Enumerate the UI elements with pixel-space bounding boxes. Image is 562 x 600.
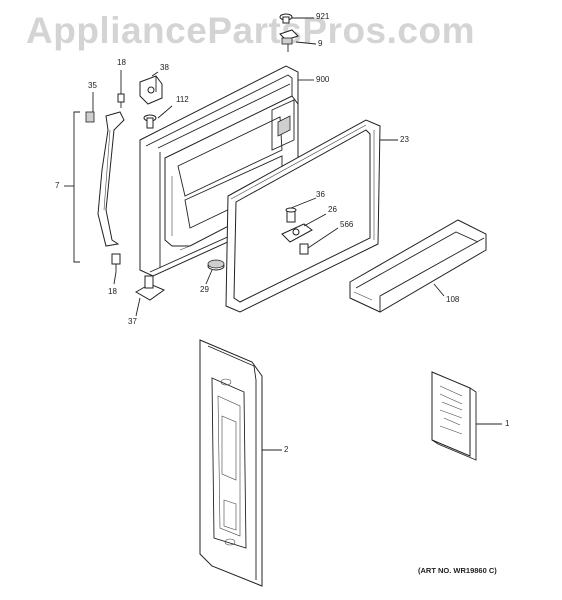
screw-566 xyxy=(299,243,309,255)
callout-7: 7 xyxy=(55,181,60,190)
handle-assembly xyxy=(85,111,125,247)
callout-29: 29 xyxy=(200,285,209,294)
door-gasket xyxy=(225,119,381,313)
cam-26 xyxy=(281,223,313,243)
callout-1: 1 xyxy=(505,419,510,428)
art-number: (ART NO. WR19860 C) xyxy=(418,566,497,575)
hinge-38 xyxy=(139,75,163,105)
callout-921: 921 xyxy=(316,12,330,21)
hinge-37 xyxy=(134,275,166,301)
screw-18-bottom xyxy=(111,253,121,272)
callout-37: 37 xyxy=(128,317,137,326)
bracket-9 xyxy=(279,29,299,52)
callout-26: 26 xyxy=(328,205,337,214)
watermark: AppliancePartsPros.com xyxy=(26,10,475,51)
callout-2: 2 xyxy=(284,445,289,454)
manual-1 xyxy=(431,371,477,461)
callout-38: 38 xyxy=(160,63,169,72)
callout-9: 9 xyxy=(318,39,323,48)
leader-lines xyxy=(92,17,502,451)
callout-112: 112 xyxy=(176,95,189,104)
hinge-pin-112 xyxy=(143,114,157,129)
callout-108: 108 xyxy=(446,295,460,304)
door-shelf-108 xyxy=(349,219,487,313)
callout-18-top: 18 xyxy=(117,58,126,67)
callout-36: 36 xyxy=(316,190,325,199)
outer-door-2 xyxy=(199,339,263,587)
screw-18-top xyxy=(117,93,125,108)
callout-900: 900 xyxy=(316,75,330,84)
callout-18-bottom: 18 xyxy=(108,287,117,296)
callout-23: 23 xyxy=(400,135,409,144)
plug-29 xyxy=(207,259,225,271)
screw-921 xyxy=(279,13,293,24)
callout-566: 566 xyxy=(340,220,354,229)
part-36 xyxy=(285,207,297,223)
bracket-7 xyxy=(73,111,80,263)
callout-35: 35 xyxy=(88,81,97,90)
